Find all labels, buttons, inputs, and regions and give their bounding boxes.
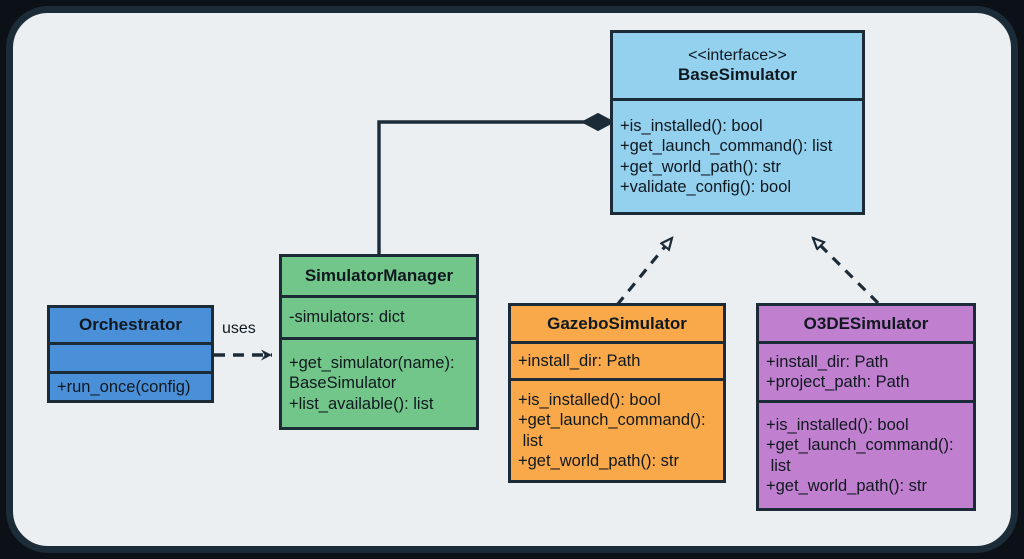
class-base-simulator[interactable]: <<interface>> BaseSimulator +is_installe…	[610, 30, 865, 215]
method-item: +is_installed(): bool	[766, 415, 909, 434]
composition-manager-to-base	[377, 112, 616, 254]
method-item: +is_installed(): bool	[620, 116, 763, 135]
class-simulator-manager[interactable]: SimulatorManager -simulators: dict +get_…	[279, 254, 479, 430]
attributes-gazebo-simulator: +install_dir: Path	[511, 341, 723, 378]
class-header-simulator-manager: SimulatorManager	[282, 257, 476, 295]
method-item: +get_launch_command(): list	[766, 436, 954, 475]
attributes-simulator-manager: -simulators: dict	[282, 295, 476, 337]
method-item: +get_launch_command(): list	[518, 411, 706, 450]
stereotype-base-simulator: <<interface>>	[688, 47, 787, 65]
attribute-item: +install_dir: Path	[518, 351, 641, 370]
class-header-orchestrator: Orchestrator	[50, 308, 211, 342]
attributes-o3de-simulator: +install_dir: Path +project_path: Path	[759, 341, 973, 400]
attribute-item: -simulators: dict	[289, 308, 405, 327]
realization-gazebo-to-base	[615, 238, 672, 307]
method-item: +is_installed(): bool	[518, 390, 661, 409]
class-name-base-simulator: BaseSimulator	[677, 65, 798, 85]
attribute-item: +install_dir: Path	[766, 352, 889, 371]
class-name-gazebo-simulator: GazeboSimulator	[547, 313, 687, 333]
method-item: +get_world_path(): str	[766, 476, 927, 495]
attributes-orchestrator	[50, 341, 211, 371]
class-header-base-simulator: <<interface>> BaseSimulator	[613, 33, 862, 98]
methods-gazebo-simulator: +is_installed(): bool +get_launch_comman…	[511, 378, 723, 480]
realization-o3de-to-base	[813, 238, 880, 305]
class-name-orchestrator: Orchestrator	[79, 315, 182, 334]
class-header-gazebo-simulator: GazeboSimulator	[511, 306, 723, 341]
method-item: +list_available(): list	[289, 394, 434, 413]
method-item: +get_launch_command(): list	[620, 137, 833, 156]
method-item: +validate_config(): bool	[620, 177, 792, 196]
class-gazebo-simulator[interactable]: GazeboSimulator +install_dir: Path +is_i…	[508, 303, 726, 483]
attribute-item: +project_path: Path	[766, 373, 910, 391]
class-header-o3de-simulator: O3DESimulator	[759, 306, 973, 341]
class-o3de-simulator[interactable]: O3DESimulator +install_dir: Path +projec…	[756, 303, 976, 511]
methods-o3de-simulator: +is_installed(): bool +get_launch_comman…	[759, 400, 973, 508]
methods-orchestrator: +run_once(config)	[50, 370, 211, 400]
method-item: +get_world_path(): str	[518, 451, 679, 470]
class-name-simulator-manager: SimulatorManager	[304, 266, 454, 286]
method-item: +get_simulator(name): BaseSimulator	[289, 353, 455, 393]
class-name-o3de-simulator: O3DESimulator	[803, 313, 929, 333]
methods-base-simulator: +is_installed(): bool +get_launch_comman…	[613, 98, 862, 212]
method-item: +run_once(config)	[57, 377, 191, 396]
methods-simulator-manager: +get_simulator(name): BaseSimulator +lis…	[282, 337, 476, 427]
class-orchestrator[interactable]: Orchestrator +run_once(config)	[47, 305, 214, 403]
edge-label-uses: uses	[222, 320, 256, 337]
method-item: +get_world_path(): str	[620, 157, 781, 176]
